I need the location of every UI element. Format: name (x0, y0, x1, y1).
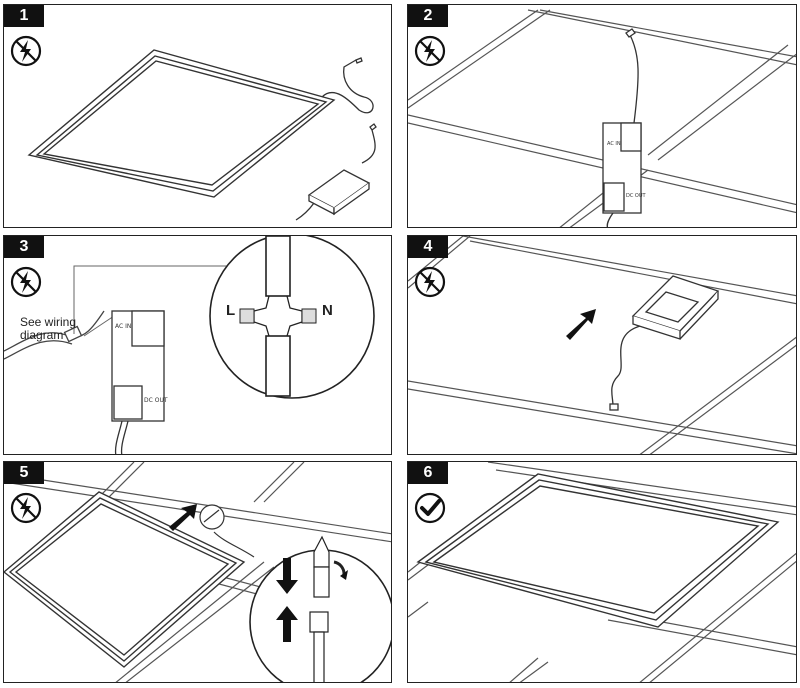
step-number: 6 (408, 462, 448, 484)
driver-input-label: AC IN (607, 141, 621, 147)
no-power-icon (414, 35, 446, 67)
step-number: 5 (4, 462, 44, 484)
cable (606, 28, 639, 227)
step-panel-2: AC IN DC OUT 2 (407, 4, 797, 228)
step-3-illustration: AC IN DC OUT (4, 236, 375, 454)
step-panel-3: AC IN DC OUT 3 See wiring diagram L N (3, 235, 392, 455)
arrow-icon (566, 309, 596, 340)
magnifier (249, 535, 391, 682)
step-4-illustration (408, 236, 796, 454)
led-panel (4, 491, 246, 668)
step-number: 4 (408, 236, 448, 258)
magnifier (209, 236, 375, 399)
neutral-label: N (322, 302, 333, 319)
step-5-illustration (4, 462, 391, 682)
step-6-illustration (408, 462, 796, 682)
driver-output-label: DC OUT (144, 397, 168, 404)
leader-lines (73, 265, 259, 337)
step-1-illustration (27, 49, 377, 221)
live-label: L (226, 302, 236, 319)
driver-output-label: DC OUT (626, 193, 647, 199)
arrow-down-icon (276, 558, 298, 594)
wiring-callout: See wiring diagram (20, 315, 77, 342)
no-power-icon (10, 492, 42, 524)
step-panel-1: 1 (3, 4, 392, 228)
led-panel (27, 49, 336, 198)
step-2-illustration: AC IN DC OUT (408, 9, 796, 227)
ceiling-grid (408, 236, 796, 454)
connector-detail (199, 504, 255, 558)
led-panel (416, 473, 780, 628)
check-icon (414, 492, 446, 524)
arrow-icon (169, 504, 197, 531)
step-number: 3 (4, 236, 44, 258)
step-panel-5: 5 (3, 461, 392, 683)
driver-box (631, 275, 720, 340)
driver-box (295, 169, 371, 221)
no-power-icon (10, 266, 42, 298)
cable (609, 325, 641, 411)
driver-box (602, 122, 642, 214)
no-power-icon (10, 35, 42, 67)
driver-input-label: AC IN (115, 323, 131, 330)
step-panel-6: 6 (407, 461, 797, 683)
step-number: 1 (4, 5, 44, 27)
arrow-up-icon (276, 606, 298, 642)
step-panel-4: 4 (407, 235, 797, 455)
cable (321, 57, 377, 164)
no-power-icon (414, 266, 446, 298)
mains-cable (4, 310, 105, 360)
step-number: 2 (408, 5, 448, 27)
driver-box (111, 310, 165, 422)
